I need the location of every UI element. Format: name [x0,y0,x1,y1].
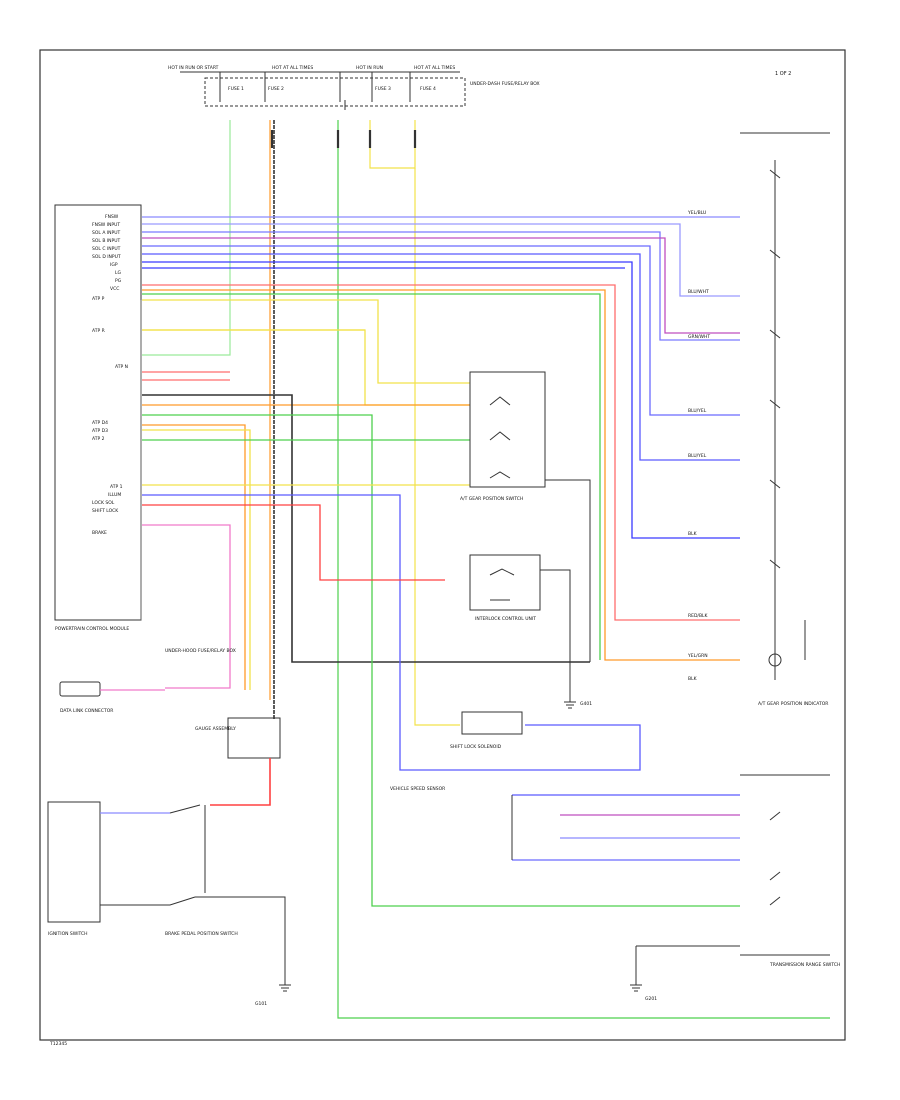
svg-text:HOT AT ALL TIMES: HOT AT ALL TIMES [272,65,313,71]
wire-tags-right: YEL/BLU BLU/WHT GRN/WHT BLU/YEL BLU/YEL … [687,210,710,682]
svg-text:BLK: BLK [688,531,698,537]
gauge-assembly-label: GAUGE ASSEMBLY [195,726,236,732]
data-link-label: DATA LINK CONNECTOR [60,708,113,714]
svg-text:G401: G401 [580,701,592,707]
svg-text:IGP: IGP [110,262,118,268]
svg-text:RED/BLK: RED/BLK [688,613,709,619]
svg-text:ATP P: ATP P [92,296,105,302]
svg-text:ATP R: ATP R [92,328,105,334]
ignition-switch-label: IGNITION SWITCH [48,931,88,937]
right-switch-column: A/T GEAR POSITION INDICATOR [740,132,830,776]
ignition-switch-box [47,801,101,923]
interlock-label: INTERLOCK CONTROL UNIT [475,616,536,622]
svg-text:ATP 1: ATP 1 [110,484,123,490]
data-link-connector [59,681,101,697]
svg-text:ATP N: ATP N [115,364,128,370]
svg-text:BRAKE: BRAKE [92,530,107,536]
fuse-block: HOT IN RUN OR START HOT AT ALL TIMES HOT… [168,65,540,110]
svg-text:BLU/YEL: BLU/YEL [688,408,707,414]
svg-text:SOL B INPUT: SOL B INPUT [92,238,121,244]
svg-text:ATP 2: ATP 2 [92,436,105,442]
brake-switch-label: BRAKE PEDAL POSITION SWITCH [165,931,238,937]
wire-fuse1-feed [142,120,231,356]
svg-text:TRANSMISSION RANGE SWITCH: TRANSMISSION RANGE SWITCH [769,962,840,968]
fuse-4-label: FUSE 4 [420,86,436,92]
svg-text:ATP D4: ATP D4 [92,420,108,426]
pcm-output-wires [142,216,740,661]
fuse-3-label: FUSE 3 [375,86,391,92]
svg-text:PG: PG [115,278,122,284]
svg-text:ATP D3: ATP D3 [92,428,108,434]
svg-text:HOT IN RUN OR START: HOT IN RUN OR START [168,65,219,71]
fuse-box-outline [204,77,466,107]
svg-text:A/T GEAR POSITION INDICATOR: A/T GEAR POSITION INDICATOR [758,701,828,707]
page-label: 1 OF 2 [775,71,791,77]
wire-fuse4-feed [369,120,416,169]
shift-lock-solenoid-label: SHIFT LOCK SOLENOID [450,744,502,750]
under-hood-label: UNDER-HOOD FUSE/RELAY BOX [165,648,236,654]
svg-text:YEL/GRN: YEL/GRN [687,653,708,659]
speed-sensor-section: VEHICLE SPEED SENSOR [390,786,781,906]
ats-switch-box [469,371,546,488]
interlock-unit-box [469,554,541,611]
fuse-1-label: FUSE 1 [228,86,244,92]
ground-g401: G401 [564,690,592,709]
svg-text:HOT AT ALL TIMES: HOT AT ALL TIMES [414,65,455,71]
svg-text:YEL/BLU: YEL/BLU [687,210,706,216]
svg-text:FNSW: FNSW [105,214,119,220]
shift-lock-solenoid-box [461,711,523,735]
svg-text:VCC: VCC [110,286,119,292]
svg-text:SOL D INPUT: SOL D INPUT [92,254,121,260]
svg-text:BLK: BLK [688,676,698,682]
gauge-assembly-box [227,717,281,759]
svg-text:SOL C INPUT: SOL C INPUT [92,246,121,252]
ground-g101: G101 [255,984,291,1007]
svg-text:FNSW INPUT: FNSW INPUT [92,222,120,228]
ground-g201: G201 TRANSMISSION RANGE SWITCH [630,945,840,1002]
pcm-pin-labels: FNSW FNSW INPUT SOL A INPUT SOL B INPUT … [92,214,128,536]
svg-text:HOT IN RUN: HOT IN RUN [356,65,383,71]
svg-text:ILLUM: ILLUM [108,492,121,498]
svg-text:SOL A INPUT: SOL A INPUT [92,230,121,236]
svg-text:G101: G101 [255,1001,267,1007]
fuse-block-name: UNDER-DASH FUSE/RELAY BOX [470,81,540,87]
svg-text:SHIFT LOCK: SHIFT LOCK [92,508,119,514]
diagram-frame [39,49,846,1041]
fuse-2-label: FUSE 2 [268,86,284,92]
wire-fuse3-feed [337,120,830,1019]
pcm-label: POWERTRAIN CONTROL MODULE [55,626,129,632]
ats-switch-label: A/T GEAR POSITION SWITCH [460,496,523,502]
footer-code: T12345 [49,1041,67,1047]
svg-text:LG: LG [115,270,122,276]
svg-text:LOCK SOL: LOCK SOL [92,500,115,506]
svg-text:BLU/YEL: BLU/YEL [688,453,707,459]
svg-text:G201: G201 [645,996,657,1002]
pcm-box [54,204,142,621]
svg-text:BLU/WHT: BLU/WHT [688,289,709,295]
svg-text:GRN/WHT: GRN/WHT [688,334,710,340]
wire-fuse4-down [414,168,460,726]
svg-text:VEHICLE SPEED SENSOR: VEHICLE SPEED SENSOR [390,786,445,792]
